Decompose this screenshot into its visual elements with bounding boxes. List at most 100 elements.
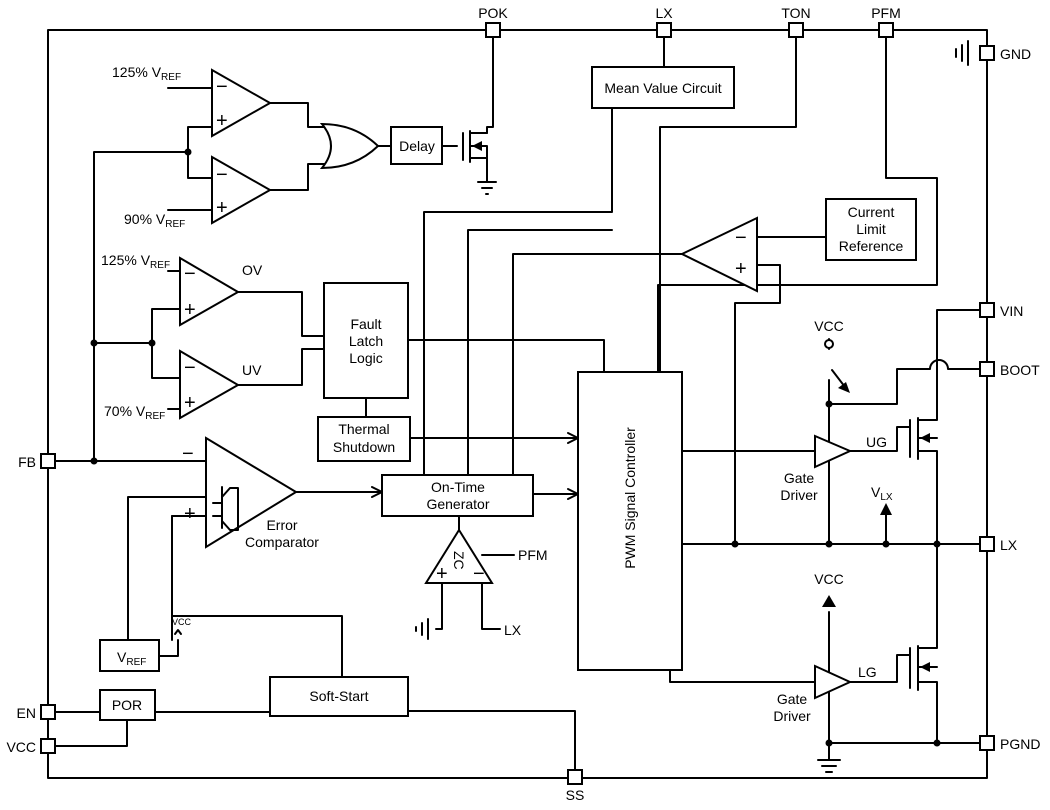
- pin-en-label: EN: [17, 705, 36, 721]
- pok-mosfet-icon: [462, 130, 488, 163]
- soft-start-label: Soft-Start: [309, 688, 368, 704]
- pin-lx-right: [979, 536, 995, 552]
- pwm-block: [577, 371, 683, 671]
- current-limit-label-2: Limit: [856, 221, 886, 237]
- vref-block: [99, 639, 160, 672]
- mean-value-block: [591, 66, 735, 109]
- pin-pfm: [878, 22, 894, 38]
- labels: 125% VREF 90% VREF 125% VREF 70% VREF OV…: [101, 64, 893, 724]
- or-gate: [319, 122, 380, 170]
- lx-input-label: LX: [504, 622, 522, 638]
- arrow-symbols: [174, 339, 892, 635]
- zc-comparator: [424, 528, 494, 584]
- on-time-block: [381, 474, 534, 517]
- uv-label: UV: [242, 362, 262, 378]
- comparators: − + − + − + − + − + − + + − ZC: [179, 68, 853, 700]
- plus-sign: +: [184, 503, 196, 525]
- gate-driver-bottom: [814, 664, 853, 700]
- pin-vcc-label: VCC: [6, 739, 36, 755]
- plus-sign: +: [216, 110, 228, 132]
- thermal-label-1: Thermal: [338, 421, 389, 437]
- pin-boot: [979, 361, 995, 377]
- junction-dots: [90, 148, 941, 747]
- comparator-uv: [179, 349, 240, 420]
- gate-driver-top: [814, 434, 853, 469]
- pfm-input-label: PFM: [518, 547, 548, 563]
- vcc-arrow-icon: [822, 595, 836, 607]
- pin-pok-label: POK: [478, 5, 508, 21]
- pin-lx-right-label: LX: [1000, 537, 1018, 553]
- current-limit-label-1: Current: [848, 204, 895, 220]
- pin-ton: [788, 22, 804, 38]
- vcc-top-label: VCC: [814, 318, 844, 334]
- pin-en: [40, 704, 56, 720]
- low-side-mosfet-icon: [909, 645, 938, 691]
- pin-vcc: [40, 738, 56, 754]
- minus-sign: −: [184, 263, 196, 285]
- plus-sign: +: [436, 563, 448, 585]
- comparator-125-top: [211, 68, 273, 138]
- pin-fb-label: FB: [18, 454, 36, 470]
- thermal-block: [317, 416, 411, 462]
- fault-latch-label-2: Latch: [349, 333, 383, 349]
- gate-driver-bottom-label-2: Driver: [773, 708, 811, 724]
- pin-gnd-label: GND: [1000, 46, 1031, 62]
- mean-value-label: Mean Value Circuit: [604, 80, 721, 96]
- pin-lx-top: [656, 22, 672, 38]
- current-comparator: [679, 216, 758, 293]
- thermal-label-2: Shutdown: [333, 439, 395, 455]
- vcc-node-icon: [824, 339, 834, 349]
- ref-90-label: 90% VREF: [124, 211, 185, 230]
- delay-block: [390, 126, 443, 165]
- ov-label: OV: [242, 262, 263, 278]
- plus-sign: +: [184, 299, 196, 321]
- fault-latch-label-1: Fault: [350, 316, 381, 332]
- zc-label: ZC: [451, 551, 467, 570]
- vlx-label: VLX: [871, 484, 893, 503]
- plus-sign: +: [216, 197, 228, 219]
- gate-driver-bottom-label-1: Gate: [777, 691, 808, 707]
- gate-driver-top-label-1: Gate: [784, 470, 815, 486]
- pin-ss: [567, 769, 583, 785]
- por-block: [99, 689, 156, 721]
- pin-pfm-label: PFM: [871, 5, 901, 21]
- pin-lx-top-label: LX: [655, 5, 673, 21]
- pin-ss-label: SS: [566, 787, 585, 803]
- pin-fb: [40, 453, 56, 469]
- plus-sign: +: [184, 392, 196, 414]
- pin-pgnd: [979, 735, 995, 751]
- comparator-90: [211, 155, 273, 225]
- ref-125-ov-label: 125% VREF: [101, 252, 170, 271]
- blocks: Mean Value Circuit Delay Current Limit R…: [99, 66, 917, 721]
- vcc-small-label: VCC: [172, 617, 192, 627]
- plus-sign: +: [735, 258, 747, 280]
- pin-ton-label: TON: [781, 5, 810, 21]
- fault-latch-label-3: Logic: [349, 350, 382, 366]
- vref-block-label: VREF: [117, 649, 146, 668]
- pins: POK LX TON PFM GND VIN BOOT LX PGND FB E…: [6, 5, 1040, 803]
- pin-vin: [979, 302, 995, 318]
- delay-label: Delay: [399, 138, 435, 154]
- error-comp-label-1: Error: [266, 517, 297, 533]
- on-time-label-2: Generator: [426, 496, 489, 512]
- minus-sign: −: [216, 76, 228, 98]
- on-time-label-1: On-Time: [431, 479, 485, 495]
- comparator-ov: [179, 256, 240, 327]
- current-limit-block: [825, 198, 917, 261]
- minus-sign: −: [216, 164, 228, 186]
- error-comparator: [205, 436, 298, 549]
- vlx-arrow-icon: [880, 503, 892, 515]
- pin-boot-label: BOOT: [1000, 362, 1040, 378]
- arrow-icon: [838, 382, 850, 393]
- ref-70-label: 70% VREF: [104, 403, 165, 422]
- pwm-label: PWM Signal Controller: [622, 427, 638, 569]
- current-limit-label-3: Reference: [839, 238, 904, 254]
- minus-sign: −: [184, 357, 196, 379]
- high-side-mosfet-icon: [909, 417, 938, 460]
- lg-label: LG: [858, 664, 877, 680]
- soft-start-block: [269, 676, 409, 717]
- gate-driver-top-label-2: Driver: [780, 487, 818, 503]
- pin-vin-label: VIN: [1000, 303, 1023, 319]
- fault-latch-block: [323, 282, 409, 399]
